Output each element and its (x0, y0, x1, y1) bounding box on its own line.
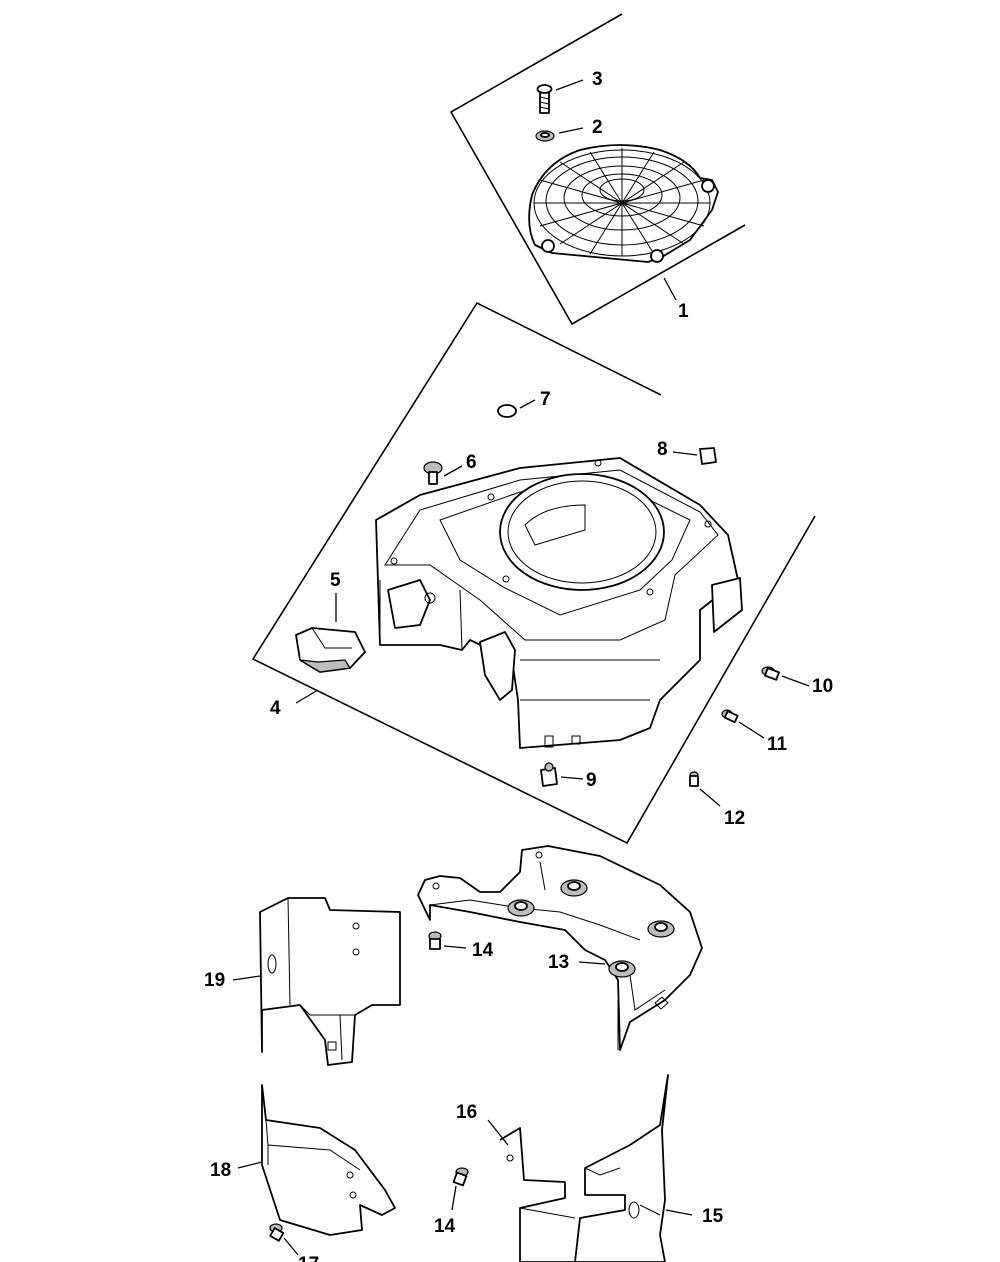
callout-15: 15 (702, 1206, 724, 1227)
callout-18: 18 (210, 1160, 231, 1181)
screw-part-3 (536, 84, 553, 114)
screw-part-6 (423, 461, 443, 485)
callout-11: 11 (767, 734, 788, 755)
group-frame-1 (449, 13, 746, 326)
callout-6: 6 (466, 452, 477, 473)
callout-16: 16 (456, 1102, 477, 1123)
callout-12: 12 (724, 808, 745, 829)
shroud-part-18 (261, 1084, 396, 1236)
clip-part-9 (540, 762, 558, 787)
callout-2: 2 (592, 117, 603, 138)
callout-3: 3 (592, 69, 603, 90)
callout-14-upper: 14 (472, 940, 494, 961)
screw-part-14-lower (452, 1167, 469, 1187)
group-frame-4 (251, 301, 816, 845)
callout-4: 4 (270, 698, 281, 719)
callout-19: 19 (204, 970, 225, 991)
callout-13: 13 (548, 952, 569, 973)
fan-guard-group: 3 2 1 (449, 13, 746, 326)
callout-9: 9 (586, 770, 597, 791)
baffle-part-5 (295, 627, 366, 673)
washer-part-2 (535, 130, 555, 142)
callout-7: 7 (540, 389, 551, 410)
housing-part-4 (375, 457, 743, 749)
shroud-part-15 (499, 1074, 669, 1262)
callout-5: 5 (330, 570, 341, 591)
screw-part-12 (689, 771, 699, 787)
callout-1: 1 (678, 301, 689, 322)
plug-part-7 (497, 404, 517, 418)
callout-10: 10 (812, 676, 833, 697)
callout-8: 8 (657, 439, 668, 460)
fan-grille-part-1 (528, 144, 719, 263)
screw-part-14-upper (428, 931, 442, 950)
screw-part-10 (761, 666, 780, 681)
callout-14-lower: 14 (434, 1216, 456, 1237)
shroud-part-19 (259, 897, 401, 1066)
callout-17: 17 (298, 1254, 319, 1262)
screw-part-11 (721, 709, 739, 724)
clip-part-8 (699, 447, 717, 465)
screw-part-17 (269, 1223, 285, 1242)
blower-housing-group: 7 8 6 (251, 301, 816, 845)
baffle-part-13 (417, 845, 703, 1051)
